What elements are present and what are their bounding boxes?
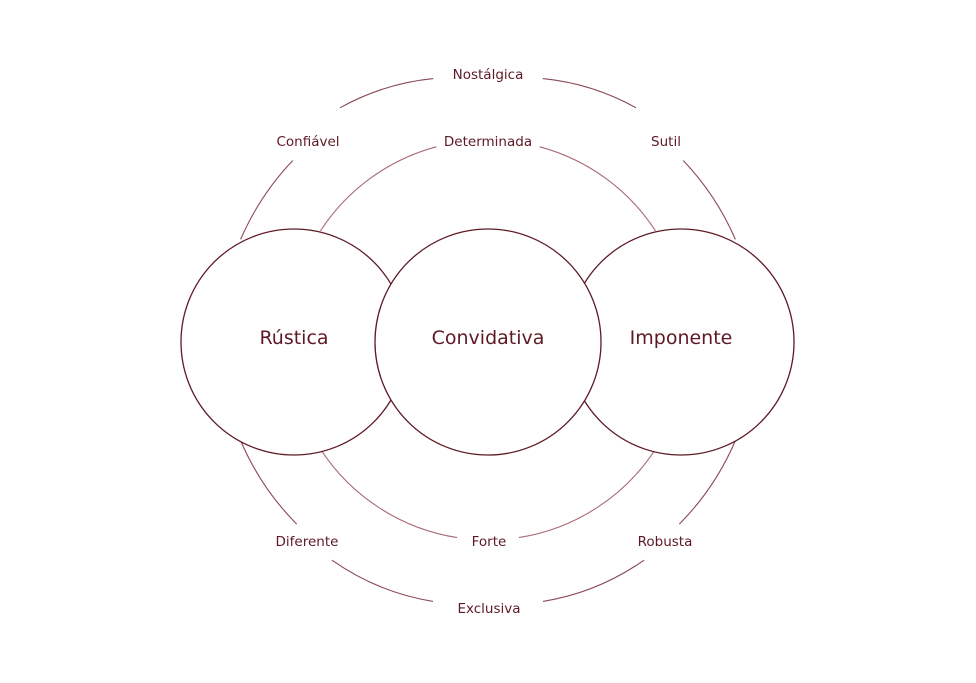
word-forte: Forte <box>472 534 507 550</box>
circle-convidativa <box>374 228 602 456</box>
outer-ring-arc-top-left <box>339 78 434 109</box>
outer-ring-arc-right-lower <box>678 440 736 525</box>
inner-ring <box>320 146 656 539</box>
outer-ring-arc-bottom-left <box>331 559 434 602</box>
word-exclusiva: Exclusiva <box>457 601 520 617</box>
circle-label-rustica: Rústica <box>259 327 328 349</box>
outer-ring-arc-left-lower <box>240 440 298 525</box>
word-nostalgica: Nostálgica <box>453 67 524 83</box>
outer-ring-arc-left-upper <box>240 160 294 240</box>
main-circles <box>180 228 795 456</box>
inner-ring-arc-top-right <box>539 146 656 232</box>
inner-ring-arc-bottom-right <box>518 448 656 539</box>
outer-ring <box>240 78 736 602</box>
outer-ring-arc-right-upper <box>682 160 736 240</box>
inner-ring-arc-bottom-left <box>320 448 458 539</box>
word-diferente: Diferente <box>276 534 339 550</box>
word-determinada: Determinada <box>444 134 532 150</box>
outer-ring-arc-bottom-right <box>542 559 645 602</box>
inner-ring-arc-top-left <box>320 146 437 232</box>
word-confiavel: Confiável <box>276 134 339 150</box>
word-sutil: Sutil <box>651 134 681 150</box>
circle-label-convidativa: Convidativa <box>432 327 545 349</box>
circle-label-imponente: Imponente <box>630 327 733 349</box>
outer-ring-arc-top-right <box>542 78 637 109</box>
word-robusta: Robusta <box>638 534 693 550</box>
